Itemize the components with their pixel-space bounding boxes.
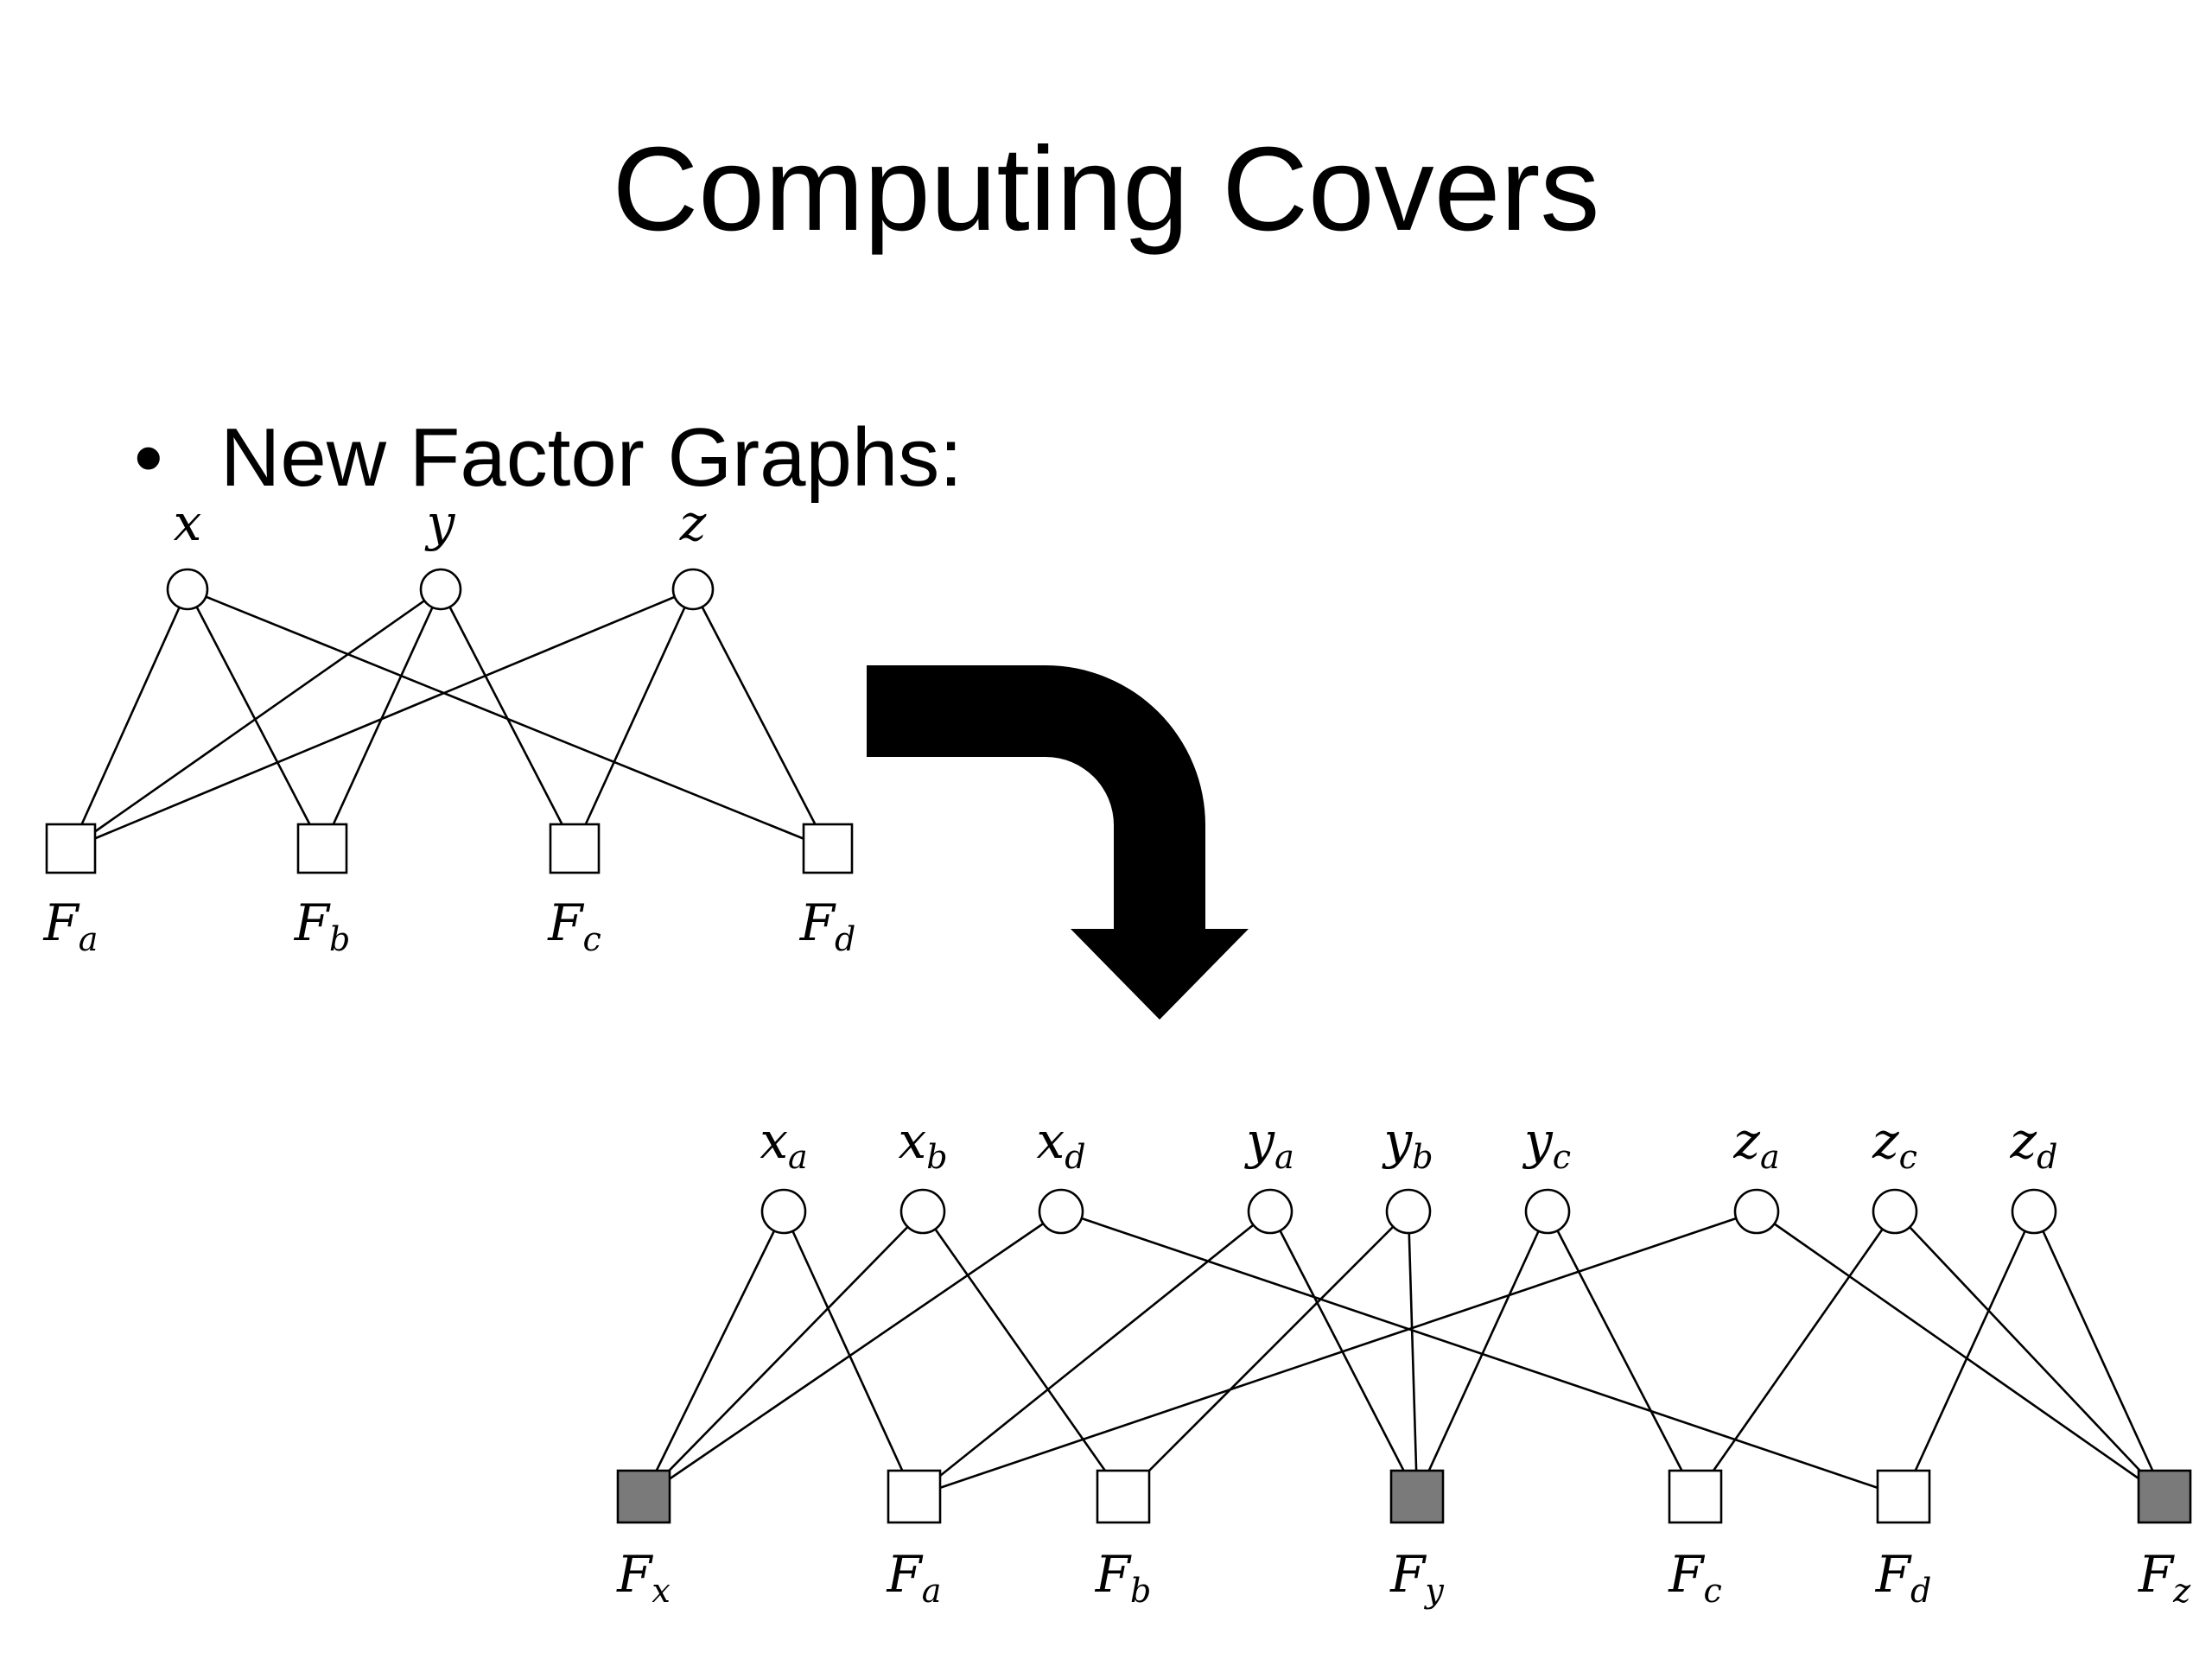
variable-label-xd: xd [1036,1111,1085,1176]
edge-ya-Fa [913,1210,1271,1498]
factor-node-Fc [1668,1469,1723,1524]
edge-z-Fa [70,588,694,850]
factor-node-Fz [2137,1469,2192,1524]
edge-y-Fa [70,588,442,850]
factor-label-Fb: Fb [294,893,351,958]
variable-node-xb [899,1188,946,1235]
variable-label-yc: yc [1522,1111,1571,1176]
edge-zc-Fz [1894,1211,2165,1497]
factor-label-Fa: Fa [43,893,99,958]
factor-node-Fa [887,1469,942,1524]
factor-node-Fc [549,823,601,874]
variable-label-z: z [679,493,707,552]
variable-node-zd [2011,1188,2057,1235]
variable-label-y: y [424,493,456,552]
factor-node-Fb [1096,1469,1151,1524]
variable-label-zc: zc [1872,1111,1917,1176]
edge-xb-Fb [921,1211,1125,1497]
variable-node-z [671,568,715,611]
variable-node-xa [760,1188,807,1235]
factor-label-Fd: Fd [799,893,856,958]
variable-label-zd: zd [2010,1111,2058,1176]
edge-za-Fa [913,1210,1758,1498]
edge-yb-Fb [1122,1211,1409,1497]
edge-yb-Fy [1407,1211,1419,1497]
edge-xa-Fa [782,1211,916,1497]
edge-z-Fd [691,588,830,849]
variable-node-za [1733,1188,1780,1235]
factor-node-Fb [296,823,348,874]
factor-label-Fx: Fx [616,1545,671,1610]
edge-yc-Fy [1415,1211,1549,1497]
variable-node-yc [1524,1188,1571,1235]
factor-label-Fy: Fy [1389,1545,1444,1610]
factor-label-Fc: Fc [547,893,601,958]
factor-label-Fb: Fb [1095,1545,1152,1610]
edge-zd-Fd [1902,1211,2036,1497]
variable-label-xa: xa [760,1111,807,1176]
factor-node-Fd [802,823,854,874]
variable-node-y [419,568,462,611]
variable-label-yb: yb [1381,1111,1433,1176]
edge-y-Fc [439,588,576,849]
edge-xa-Fx [642,1211,785,1497]
bullet-item: •New Factor Graphs: [134,416,963,499]
edge-x-Fa [69,588,189,849]
variable-node-xd [1038,1188,1084,1235]
variable-label-ya: ya [1243,1111,1294,1176]
variable-label-xb: xb [898,1111,947,1176]
variable-node-ya [1247,1188,1294,1235]
original-factor-graph: x y zFa Fb Fc Fd [43,493,856,958]
factor-node-Fx [616,1469,671,1524]
factor-node-Fa [45,823,97,874]
variable-node-yb [1385,1188,1432,1235]
edge-xb-Fx [643,1211,924,1497]
variable-label-za: za [1732,1111,1779,1176]
factor-label-Fz: Fz [2138,1545,2191,1610]
edge-yc-Fc [1546,1211,1697,1497]
variable-label-x: x [174,493,202,552]
bullet-text: New Factor Graphs: [220,411,963,504]
edge-zd-Fz [2032,1211,2166,1497]
factor-label-Fa: Fa [887,1545,942,1610]
factor-node-Fd [1876,1469,1931,1524]
edge-za-Fz [1756,1210,2165,1498]
variable-node-zc [1872,1188,1918,1235]
edge-ya-Fy [1268,1211,1419,1497]
factor-label-Fd: Fd [1875,1545,1932,1610]
edge-xd-Fx [643,1210,1062,1498]
bullet-marker: • [134,411,163,504]
edge-zc-Fc [1694,1211,1897,1497]
variable-node-x [166,568,209,611]
slide-title: Computing Covers [612,123,1600,256]
edge-z-Fc [573,588,695,849]
factor-node-Fy [1389,1469,1445,1524]
factor-label-Fc: Fc [1668,1545,1722,1610]
transform-arrow-icon [867,665,1249,1020]
